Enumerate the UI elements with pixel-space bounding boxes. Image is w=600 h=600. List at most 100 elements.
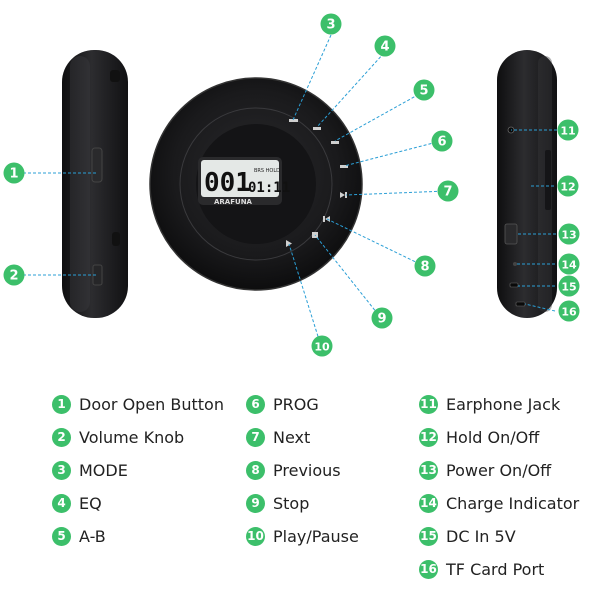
callout-9: 9 bbox=[371, 307, 393, 329]
callout-number: 9 bbox=[377, 312, 386, 327]
callout-2: 2 bbox=[3, 264, 25, 286]
mode-button bbox=[289, 119, 298, 122]
tf-card-port bbox=[515, 301, 526, 307]
callout-15: 15 bbox=[558, 275, 580, 297]
legend-number: 10 bbox=[246, 526, 265, 546]
callout-16: 16 bbox=[558, 300, 580, 322]
legend-label: Charge Indicator bbox=[446, 493, 580, 513]
legend-item: 5 A-B bbox=[52, 524, 106, 548]
charge-indicator bbox=[513, 262, 517, 266]
legend-label: Door Open Button bbox=[79, 394, 224, 414]
callout-number: 8 bbox=[420, 260, 429, 275]
legend-item: 7 Next bbox=[246, 425, 310, 449]
legend-label: Earphone Jack bbox=[446, 394, 561, 414]
callout-12: 12 bbox=[557, 175, 579, 197]
dc-in-port bbox=[509, 282, 519, 288]
legend-label: Power On/Off bbox=[446, 460, 552, 480]
callout-number: 14 bbox=[561, 259, 577, 272]
legend-item: 3 MODE bbox=[52, 458, 128, 482]
legend-number: 2 bbox=[52, 427, 71, 447]
callout-5: 5 bbox=[413, 79, 435, 101]
legend-item: 12 Hold On/Off bbox=[419, 425, 539, 449]
legend-label: Volume Knob bbox=[79, 427, 185, 447]
left-side-view bbox=[62, 50, 128, 318]
callout-number: 12 bbox=[560, 181, 575, 194]
callout-number: 10 bbox=[314, 341, 330, 354]
legend-number: 3 bbox=[52, 460, 71, 480]
callout-number: 2 bbox=[9, 269, 18, 284]
legend-label: Next bbox=[273, 427, 311, 447]
callout-8: 8 bbox=[414, 255, 436, 277]
callout-number: 1 bbox=[9, 167, 18, 182]
power-switch bbox=[504, 223, 518, 245]
product-diagram: 001 BRS HOLD 01:11 ARAFUNA bbox=[3, 13, 580, 357]
previous-icon bbox=[323, 216, 330, 222]
callout-number: 13 bbox=[561, 229, 576, 242]
legend-number: 14 bbox=[419, 493, 438, 513]
callout-11: 11 bbox=[557, 119, 579, 141]
legend-label: MODE bbox=[79, 460, 128, 480]
lcd-track-number: 001 bbox=[204, 168, 251, 198]
legend-item: 16 TF Card Port bbox=[419, 557, 544, 581]
callout-3: 3 bbox=[320, 13, 342, 35]
callout-number: 15 bbox=[561, 281, 576, 294]
legend-number: 7 bbox=[246, 427, 265, 447]
legend-number: 5 bbox=[52, 526, 71, 546]
legend-number: 1 bbox=[52, 394, 71, 414]
legend-label: TF Card Port bbox=[446, 559, 545, 579]
callout-14: 14 bbox=[558, 253, 580, 275]
eq-button bbox=[313, 127, 321, 130]
legend-label: Play/Pause bbox=[273, 526, 359, 546]
legend-label: PROG bbox=[273, 394, 319, 414]
legend-label: Stop bbox=[273, 493, 310, 513]
prog-button bbox=[340, 165, 348, 168]
legend-number: 16 bbox=[419, 559, 438, 579]
callout-13: 13 bbox=[558, 223, 580, 245]
leader-lines bbox=[23, 34, 557, 347]
callout-10: 10 bbox=[311, 335, 333, 357]
lcd-indicator: BRS HOLD bbox=[254, 168, 280, 174]
legend-item: 13 Power On/Off bbox=[419, 458, 551, 482]
callout-7: 7 bbox=[437, 180, 459, 202]
callout-number: 5 bbox=[419, 84, 428, 99]
legend-number: 8 bbox=[246, 460, 265, 480]
callout-number: 3 bbox=[326, 18, 335, 33]
legend-item: 11 Earphone Jack bbox=[419, 392, 560, 416]
legend-label: EQ bbox=[79, 493, 102, 513]
legend-item: 6 PROG bbox=[246, 392, 319, 416]
legend-item: 14 Charge Indicator bbox=[419, 491, 579, 515]
legend-number: 4 bbox=[52, 493, 71, 513]
legend-item: 9 Stop bbox=[246, 491, 309, 515]
callout-4: 4 bbox=[374, 35, 396, 57]
ab-button bbox=[331, 141, 339, 144]
top-view: 001 BRS HOLD 01:11 ARAFUNA bbox=[149, 77, 363, 291]
callout-number: 16 bbox=[561, 306, 577, 319]
callout-number: 4 bbox=[380, 40, 389, 55]
legend: 1 Door Open Button 2 Volume Knob 3 MODE 4 EQ… bbox=[0, 392, 600, 600]
right-side-view bbox=[497, 50, 557, 318]
lcd-time: 01:11 bbox=[248, 180, 290, 196]
legend-item: 10 Play/Pause bbox=[246, 524, 359, 548]
next-icon bbox=[340, 192, 347, 198]
legend-number: 13 bbox=[419, 460, 438, 480]
legend-number: 6 bbox=[246, 394, 265, 414]
legend-label: DC In 5V bbox=[446, 526, 516, 546]
brand-logo: ARAFUNA bbox=[214, 198, 253, 206]
legend-number: 11 bbox=[419, 394, 438, 414]
legend-item: 2 Volume Knob bbox=[52, 425, 184, 449]
lcd-screen bbox=[201, 160, 279, 197]
legend-number: 12 bbox=[419, 427, 438, 447]
door-open-button bbox=[91, 147, 103, 183]
play-pause-icon bbox=[286, 240, 292, 247]
legend-item: 1 Door Open Button bbox=[52, 392, 224, 416]
legend-item: 4 EQ bbox=[52, 491, 102, 515]
legend-number: 15 bbox=[419, 526, 438, 546]
legend-number: 9 bbox=[246, 493, 265, 513]
legend-label: A-B bbox=[79, 526, 106, 546]
legend-label: Hold On/Off bbox=[446, 427, 540, 447]
callout-6: 6 bbox=[431, 130, 453, 152]
legend-item: 15 DC In 5V bbox=[419, 524, 516, 548]
callout-number: 11 bbox=[560, 125, 575, 138]
